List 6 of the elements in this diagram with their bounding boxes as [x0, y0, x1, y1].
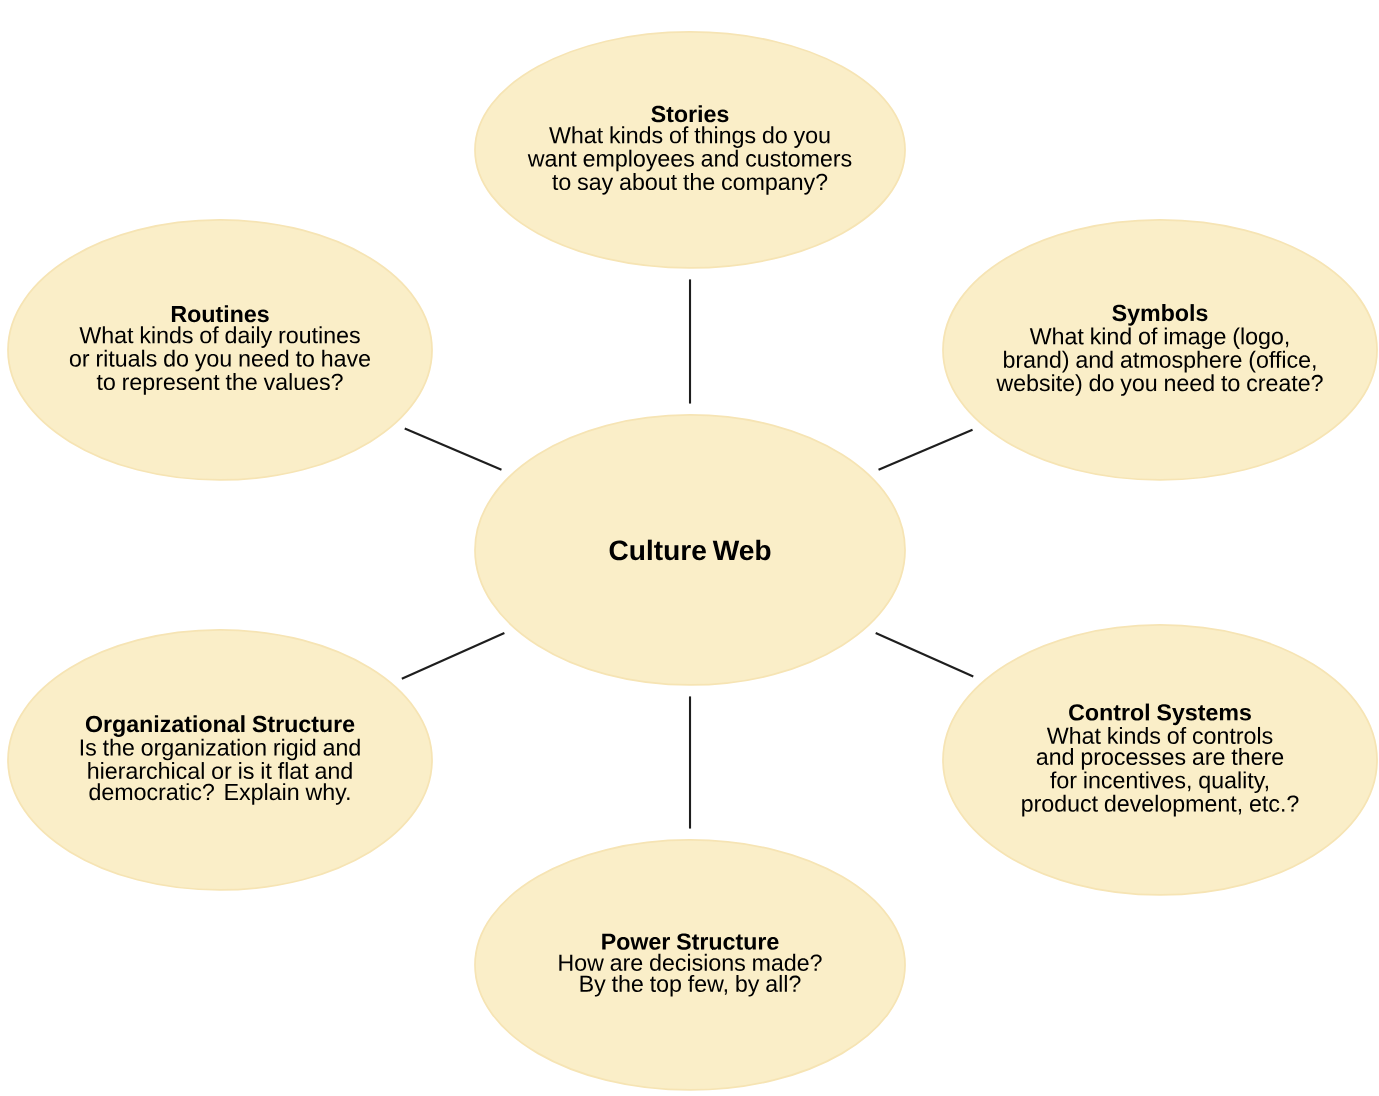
connector-line — [401, 631, 505, 680]
connector-line — [404, 427, 502, 471]
connector-line — [688, 279, 692, 404]
connector-line — [878, 428, 973, 471]
connector-line — [688, 696, 692, 829]
connector-line — [875, 631, 974, 678]
